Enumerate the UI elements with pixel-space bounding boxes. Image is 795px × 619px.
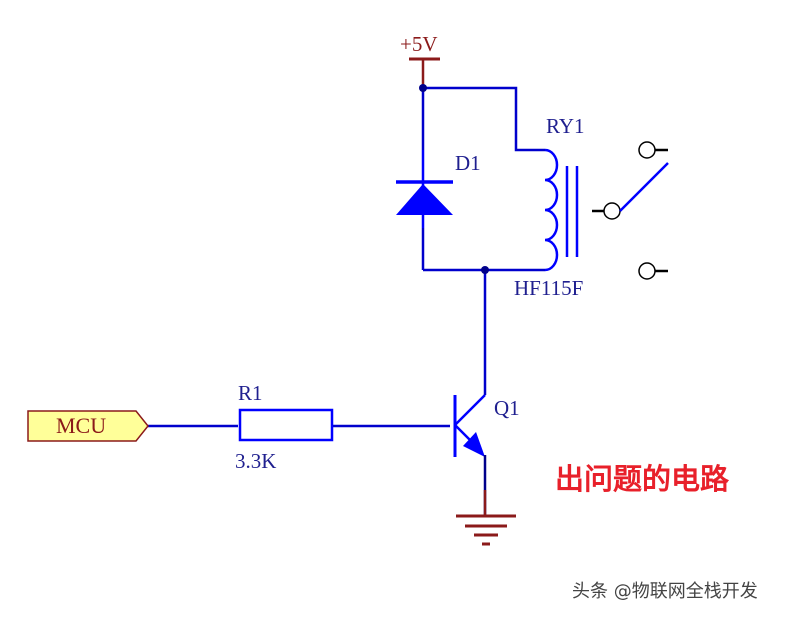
junction-dot [481,266,489,274]
relay-part: HF115F [514,276,583,300]
junction-dot [419,84,427,92]
relay-ref: RY1 [546,114,585,138]
power-5v-symbol: +5V [400,32,440,88]
diode-d1: D1 [396,150,481,228]
resistor-ref: R1 [238,381,263,405]
mcu-label: MCU [56,413,106,438]
transistor-ref: Q1 [494,396,520,420]
diode-ref: D1 [455,151,481,175]
resistor-value: 3.3K [235,449,276,473]
power-label: +5V [400,32,438,56]
transistor-q1: Q1 [453,368,520,515]
wire-top [423,86,545,152]
caption-title: 出问题的电路 [555,462,730,496]
relay-ry1: RY1 HF115F [514,114,585,300]
watermark: 头条 @物联网全栈开发 [572,581,758,602]
mcu-port: MCU [27,410,149,442]
ground-symbol [456,490,516,546]
relay-contacts [592,141,669,280]
resistor-r1: R1 3.3K [235,381,334,473]
